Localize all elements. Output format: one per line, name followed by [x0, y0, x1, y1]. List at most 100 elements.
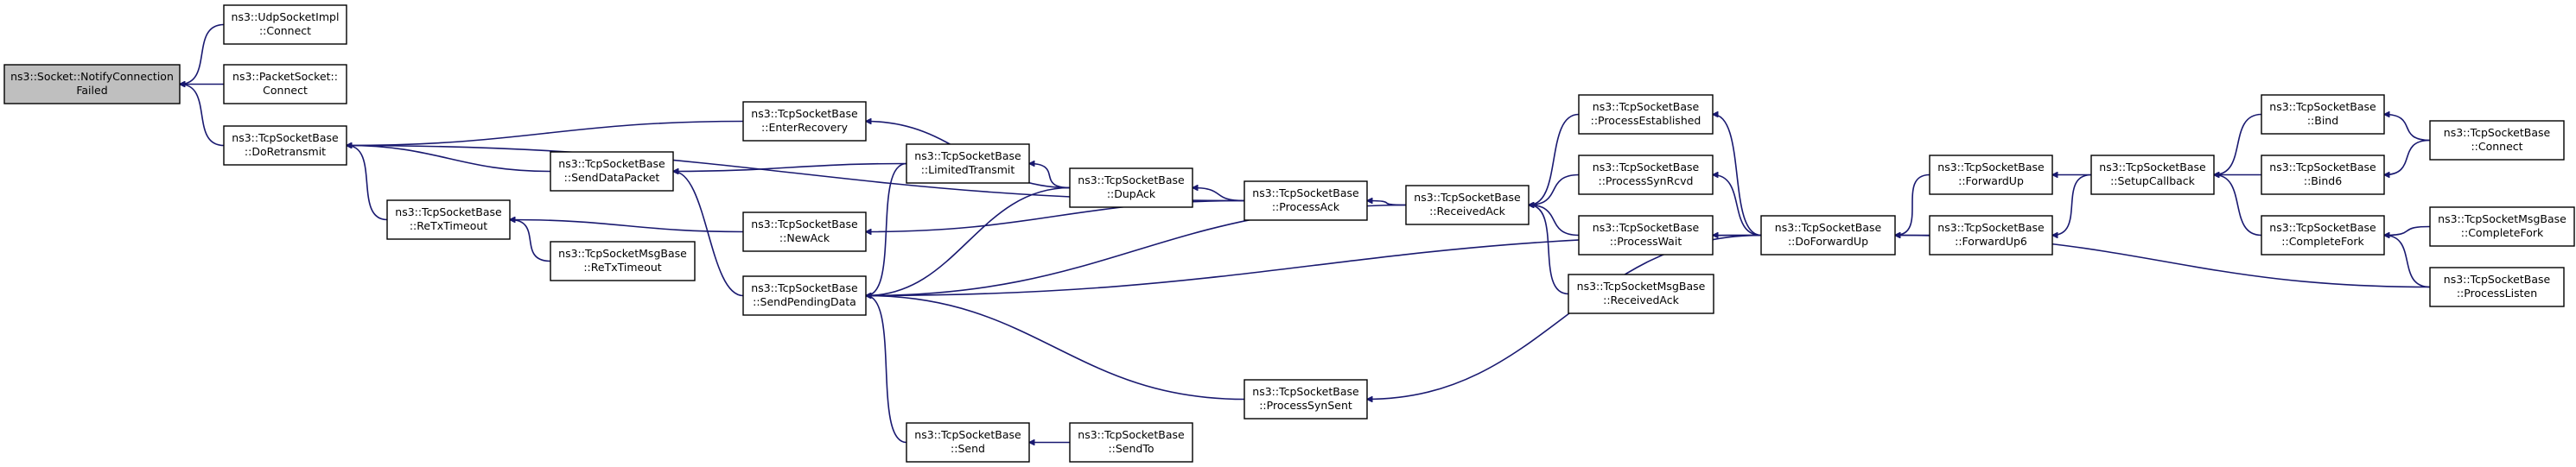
node-label-line: ns3::Socket::NotifyConnection	[10, 70, 174, 83]
node-label-line: ns3::TcpSocketMsgBase	[2438, 212, 2566, 225]
node-label-line: ::ProcessEstablished	[1591, 114, 1701, 127]
node-label-line: ns3::TcpSocketBase	[232, 131, 339, 144]
node-label-line: ns3::PacketSocket::	[232, 70, 338, 83]
edge-n30-to-n27	[2384, 236, 2431, 288]
node-label-line: ns3::TcpSocketBase	[1078, 428, 1185, 441]
node-box	[1568, 274, 1714, 314]
node-label-line: ::SendPendingData	[753, 295, 856, 308]
graph-node-n20[interactable]: ns3::TcpSocketMsgBase::ReceivedAck	[1568, 274, 1714, 314]
graph-node-n14[interactable]: ns3::TcpSocketBase::ProcessAck	[1243, 180, 1368, 221]
node-box	[3, 64, 181, 104]
node-label-line: ns3::TcpSocketBase	[1414, 191, 1521, 204]
node-label-line: ns3::TcpSocketBase	[558, 157, 665, 170]
node-label-line: ::SendTo	[1108, 442, 1154, 455]
graph-node-n17[interactable]: ns3::TcpSocketBase::ProcessEstablished	[1578, 94, 1714, 135]
graph-node-n12[interactable]: ns3::TcpSocketBase::DupAck	[1069, 167, 1193, 208]
graph-node-n25[interactable]: ns3::TcpSocketBase::Bind	[2261, 94, 2385, 135]
node-label-line: ns3::TcpSocketBase	[2444, 273, 2551, 286]
edge-n18-to-n16	[1529, 174, 1580, 205]
edge-n4-to-n3	[347, 146, 388, 221]
edge-n1-to-n0	[180, 23, 225, 85]
node-label-line: ::CompleteFork	[2461, 226, 2544, 239]
node-label-line: ::SendDataPacket	[564, 171, 660, 184]
edge-n29-to-n27	[2384, 225, 2431, 236]
node-label-line: ::DoRetransmit	[245, 145, 326, 158]
node-label-line: ns3::TcpSocketBase	[914, 149, 1021, 162]
node-label-line: ::ProcessWait	[1610, 235, 1682, 248]
node-label-line: ::ProcessListen	[2457, 287, 2537, 300]
graph-node-n29[interactable]: ns3::TcpSocketMsgBase::CompleteFork	[2429, 206, 2575, 247]
graph-node-n3[interactable]: ns3::TcpSocketBase::DoRetransmit	[223, 125, 347, 166]
graph-node-n10[interactable]: ns3::TcpSocketBase::Send	[906, 422, 1030, 463]
node-box	[2261, 215, 2385, 256]
graph-node-n19[interactable]: ns3::TcpSocketBase::ProcessWait	[1578, 215, 1714, 256]
graph-node-n11[interactable]: ns3::TcpSocketBase::LimitedTransmit	[906, 143, 1030, 184]
graph-node-n21[interactable]: ns3::TcpSocketBase::DoForwardUp	[1760, 215, 1896, 256]
edge-n8-to-n4	[510, 220, 744, 233]
node-box	[1578, 215, 1714, 256]
node-label-line: Connect	[263, 84, 308, 97]
graph-node-n24[interactable]: ns3::TcpSocketBase::SetupCallback	[2090, 155, 2215, 195]
node-label-line: ns3::TcpSocketMsgBase	[1577, 280, 1706, 293]
node-box	[223, 4, 347, 45]
edge-n19-to-n16	[1529, 205, 1580, 237]
node-box	[742, 101, 867, 142]
node-box	[223, 64, 347, 104]
node-box	[223, 125, 347, 166]
node-box	[1069, 167, 1193, 208]
node-label-line: ::Send	[951, 442, 985, 455]
node-label-line: ::CompleteFork	[2281, 235, 2364, 248]
edge-n6-to-n4	[510, 220, 551, 262]
node-label-line: ns3::TcpSocketBase	[2099, 161, 2206, 174]
graph-node-n23[interactable]: ns3::TcpSocketBase::ForwardUp6	[1929, 215, 2053, 256]
node-label-line: ::LimitedTransmit	[921, 163, 1015, 176]
graph-node-n9[interactable]: ns3::TcpSocketBase::SendPendingData	[742, 275, 867, 316]
node-box	[1069, 422, 1193, 463]
graph-node-n18[interactable]: ns3::TcpSocketBase::ProcessSynRcvd	[1578, 155, 1714, 195]
edge-n27-to-n24	[2214, 175, 2262, 237]
graph-node-n13[interactable]: ns3::TcpSocketBase::SendTo	[1069, 422, 1193, 463]
graph-node-n26[interactable]: ns3::TcpSocketBase::Bind6	[2261, 155, 2385, 195]
node-box	[2429, 120, 2565, 161]
node-label-line: ns3::TcpSocketBase	[1078, 174, 1185, 186]
graph-node-n5[interactable]: ns3::TcpSocketBase::SendDataPacket	[550, 151, 674, 192]
graph-node-n28[interactable]: ns3::TcpSocketBase::Connect	[2429, 120, 2565, 161]
edge-n21-to-n18	[1713, 175, 1762, 237]
graph-node-n15[interactable]: ns3::TcpSocketBase::ProcessSynSent	[1243, 379, 1368, 420]
edge-n20-to-n16	[1529, 205, 1569, 295]
node-label-line: ns3::TcpSocketMsgBase	[558, 247, 687, 260]
graph-node-n4[interactable]: ns3::TcpSocketBase::ReTxTimeout	[386, 199, 511, 240]
node-label-line: ::Connect	[2471, 140, 2522, 153]
node-label-line: ::ForwardUp6	[1955, 235, 2027, 248]
graph-node-n16[interactable]: ns3::TcpSocketBase::ReceivedAck	[1405, 185, 1530, 225]
node-label-line: ::EnterRecovery	[761, 121, 849, 134]
graph-node-n6[interactable]: ns3::TcpSocketMsgBase::ReTxTimeout	[550, 241, 696, 281]
node-label-line: ns3::TcpSocketBase	[1593, 221, 1700, 234]
node-box	[1405, 185, 1530, 225]
graph-node-n1[interactable]: ns3::UdpSocketImpl::Connect	[223, 4, 347, 45]
node-box	[550, 151, 674, 192]
node-label-line: ::Connect	[259, 24, 311, 37]
edge-n28-to-n25	[2384, 115, 2431, 142]
graph-node-n27[interactable]: ns3::TcpSocketBase::CompleteFork	[2261, 215, 2385, 256]
edge-n21-to-n17	[1713, 115, 1762, 237]
graph-node-n7[interactable]: ns3::TcpSocketBase::EnterRecovery	[742, 101, 867, 142]
node-label-line: ns3::TcpSocketBase	[1937, 161, 2045, 174]
graph-node-n2[interactable]: ns3::PacketSocket::Connect	[223, 64, 347, 104]
node-box	[2429, 267, 2565, 307]
node-label-line: ns3::TcpSocketBase	[751, 218, 858, 230]
node-label-line: ns3::TcpSocketBase	[1252, 186, 1359, 199]
node-label-line: ns3::TcpSocketBase	[2444, 126, 2551, 139]
node-label-line: ::NewAck	[779, 231, 830, 244]
node-label-line: ::ProcessAck	[1272, 200, 1340, 213]
node-box	[1929, 215, 2053, 256]
node-label-line: ::Bind6	[2304, 174, 2342, 187]
graph-node-n8[interactable]: ns3::TcpSocketBase::NewAck	[742, 211, 867, 252]
node-label-line: ns3::TcpSocketBase	[2269, 221, 2376, 234]
graph-node-n30[interactable]: ns3::TcpSocketBase::ProcessListen	[2429, 267, 2565, 307]
node-box	[906, 143, 1030, 184]
graph-node-n22[interactable]: ns3::TcpSocketBase::ForwardUp	[1929, 155, 2053, 195]
node-label-line: ns3::TcpSocketBase	[751, 281, 858, 294]
